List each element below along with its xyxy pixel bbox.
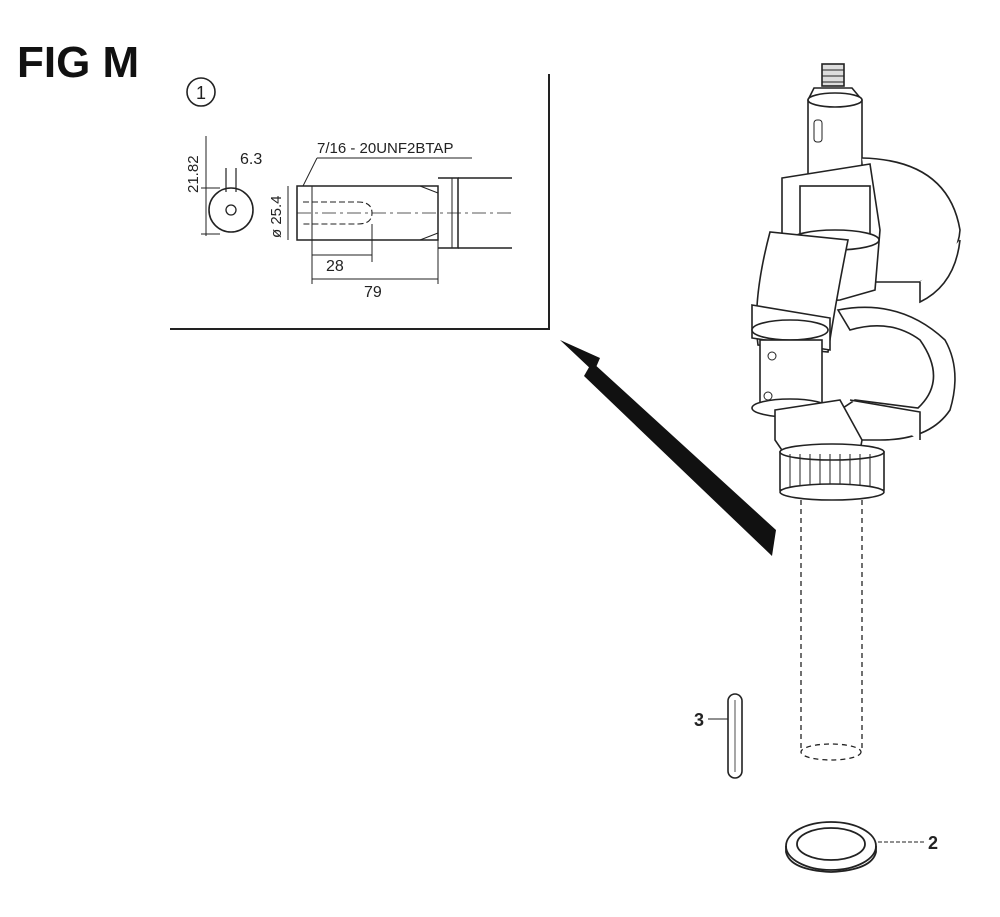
dim-length: 79: [364, 284, 382, 301]
callout-number: 1: [196, 83, 206, 103]
part-2-label: 2: [928, 833, 938, 853]
shaft-side-view: [296, 177, 512, 249]
dim-diameter: ø 25.4: [268, 195, 285, 238]
pointer-arrow: [560, 340, 776, 556]
crankshaft-drawing: [751, 63, 961, 761]
figure-title: FIG M: [17, 38, 140, 87]
thread-spec: 7/16 - 20UNF2BTAP: [317, 140, 453, 157]
key-part-drawing: [727, 693, 743, 779]
dim-key: 6.3: [240, 151, 262, 168]
dim-tap-depth: 28: [326, 258, 344, 275]
callout-circle: [186, 77, 216, 107]
part-3-label: 3: [694, 710, 704, 730]
detail-inset: 1 21.82 6.3 7/16 - 20UNF2BTAP: [170, 74, 550, 330]
dim-height: 21.82: [185, 155, 202, 193]
thread-spec-leader: [302, 157, 318, 187]
shaft-end-view: [201, 136, 254, 236]
seal-ring-drawing: [785, 821, 877, 873]
